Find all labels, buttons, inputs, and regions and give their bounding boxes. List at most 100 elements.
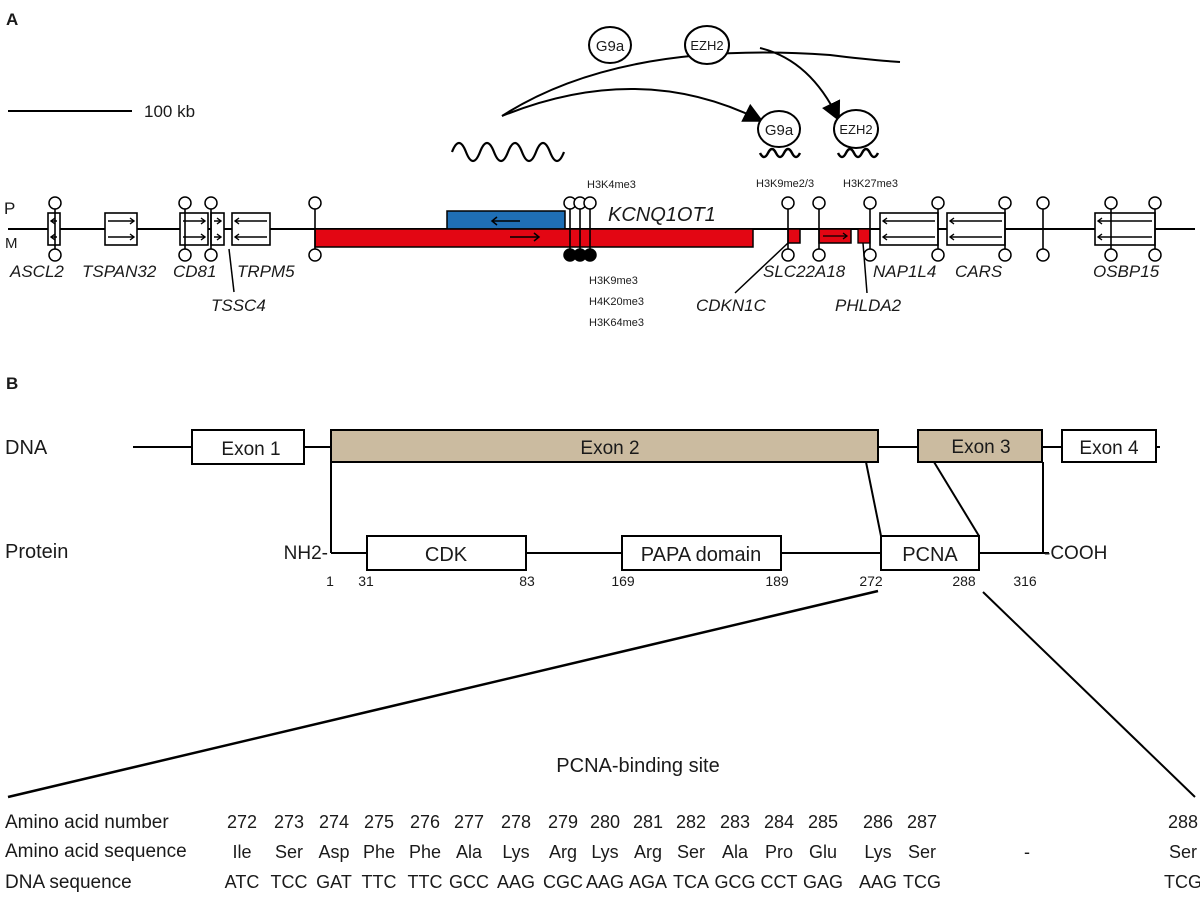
g9a-target: G9a bbox=[757, 110, 801, 148]
gene-box-cars bbox=[946, 212, 1006, 246]
svg-text:PAPA domain: PAPA domain bbox=[641, 544, 761, 566]
exon-3: Exon 3 bbox=[917, 429, 1043, 463]
unmethylated-cpg-icon bbox=[781, 229, 795, 262]
svg-text:G9a: G9a bbox=[596, 38, 625, 55]
gene-label-slc22a18: SLC22A18 bbox=[763, 262, 846, 281]
aa-residue: Lys bbox=[502, 842, 529, 862]
unmethylated-cpg-icon bbox=[1036, 196, 1050, 229]
methylated-cpg-icon bbox=[583, 229, 597, 262]
gene-label-osbp15: OSBP15 bbox=[1093, 262, 1160, 281]
aa-number: 282 bbox=[676, 812, 706, 832]
gene-label-nap1l4: NAP1L4 bbox=[873, 262, 936, 281]
pcna-binding-site-title: PCNA-binding site bbox=[556, 755, 719, 777]
methylation-lollipops bbox=[48, 196, 1162, 262]
unmethylated-cpg-icon bbox=[204, 229, 218, 262]
svg-text:CDK: CDK bbox=[425, 544, 468, 566]
gene-box-tspan32 bbox=[104, 212, 138, 246]
codon: AGA bbox=[629, 872, 667, 892]
svg-text:Exon 4: Exon 4 bbox=[1079, 438, 1139, 459]
aa-residue: Glu bbox=[809, 842, 837, 862]
gene-label-cdkn1c: CDKN1C bbox=[696, 296, 767, 315]
aa-number: 279 bbox=[548, 812, 578, 832]
aa-number: 284 bbox=[764, 812, 794, 832]
aa-residue: Lys bbox=[591, 842, 618, 862]
domain-cdk: CDK bbox=[366, 535, 527, 571]
aa-number: 288 bbox=[1168, 812, 1198, 832]
codon: CCT bbox=[761, 872, 798, 892]
unmethylated-cpg-icon bbox=[1104, 229, 1118, 262]
aa-number: 275 bbox=[364, 812, 394, 832]
svg-text:PCNA: PCNA bbox=[902, 544, 958, 566]
residue-positions: 1 31 83 169 189 272 288 316 bbox=[326, 573, 1037, 589]
gene-labels: ASCL2 TSPAN32 CD81 TSSC4 TRPM5 CDKN1C SL… bbox=[9, 262, 1160, 315]
aa-number: 274 bbox=[319, 812, 349, 832]
codon: AAG bbox=[859, 872, 897, 892]
aa-residue: Ser bbox=[1169, 842, 1197, 862]
phlda2-leader bbox=[862, 242, 868, 294]
gene-label-tspan32: TSPAN32 bbox=[82, 262, 157, 281]
panel-a-label: A bbox=[6, 10, 18, 29]
arc-to-g9a bbox=[501, 87, 764, 122]
unmethylated-cpg-icon bbox=[48, 229, 62, 262]
arc-to-ezh2 bbox=[759, 47, 841, 122]
svg-text:G9a: G9a bbox=[765, 122, 794, 139]
recruitment-arrows bbox=[501, 47, 901, 122]
svg-text:83: 83 bbox=[519, 573, 535, 589]
kcnq1ot1-paternal-block bbox=[446, 210, 566, 230]
codon: TTC bbox=[362, 872, 397, 892]
aa-residue: Lys bbox=[864, 842, 891, 862]
aa-residue: Arg bbox=[634, 842, 662, 862]
zoom-line-right bbox=[982, 591, 1196, 798]
paternal-label: P bbox=[4, 199, 15, 218]
biallelic-genes bbox=[47, 212, 1156, 246]
aa-residue: Ser bbox=[275, 842, 303, 862]
aa-residue: Ser bbox=[677, 842, 705, 862]
svg-text:272: 272 bbox=[859, 573, 883, 589]
lncrna-transcript-squiggle bbox=[450, 141, 566, 163]
kcnq1ot1-label: KCNQ1OT1 bbox=[608, 204, 716, 226]
aa-residue: Asp bbox=[318, 842, 349, 862]
dna-row-label: DNA bbox=[5, 437, 48, 459]
c-terminus-label: -COOH bbox=[1044, 543, 1107, 564]
aa-residue: Pro bbox=[765, 842, 793, 862]
codon: TTC bbox=[408, 872, 443, 892]
codon: AAG bbox=[586, 872, 624, 892]
unmethylated-cpg-icon bbox=[583, 196, 597, 229]
domain-papa: PAPA domain bbox=[621, 535, 782, 571]
cdkn1c-leader bbox=[734, 242, 789, 294]
codon: AAG bbox=[497, 872, 535, 892]
aa-residue: Ser bbox=[908, 842, 936, 862]
svg-text:316: 316 bbox=[1013, 573, 1037, 589]
g9a-source: G9a bbox=[588, 26, 632, 64]
unmethylated-cpg-icon bbox=[1148, 229, 1162, 262]
codon: TCA bbox=[673, 872, 709, 892]
codon: GCG bbox=[714, 872, 755, 892]
unmethylated-cpg-icon bbox=[1148, 196, 1162, 229]
aa-residue: Phe bbox=[363, 842, 395, 862]
ezh2-ellipse bbox=[684, 25, 730, 65]
svg-text:Exon 3: Exon 3 bbox=[951, 437, 1010, 458]
gene-label-phlda2: PHLDA2 bbox=[835, 296, 902, 315]
maternal-label: M bbox=[5, 235, 18, 252]
ezh2-target: EZH2 bbox=[833, 109, 879, 149]
protein-row-label: Protein bbox=[5, 541, 68, 563]
gene-box-nap1l4 bbox=[879, 212, 939, 246]
unmethylated-cpg-icon bbox=[204, 196, 218, 229]
svg-text:Exon 2: Exon 2 bbox=[580, 438, 639, 459]
unmethylated-cpg-icon bbox=[1036, 229, 1050, 262]
aa-residue: Phe bbox=[409, 842, 441, 862]
aa-number: 287 bbox=[907, 812, 937, 832]
row-header-dna-sequence: DNA sequence bbox=[5, 872, 132, 893]
mark-h3k4me3: H3K4me3 bbox=[587, 179, 636, 191]
gene-label-cd81: CD81 bbox=[173, 262, 216, 281]
gene-label-trpm5: TRPM5 bbox=[237, 262, 295, 281]
exon-4: Exon 4 bbox=[1061, 429, 1157, 463]
